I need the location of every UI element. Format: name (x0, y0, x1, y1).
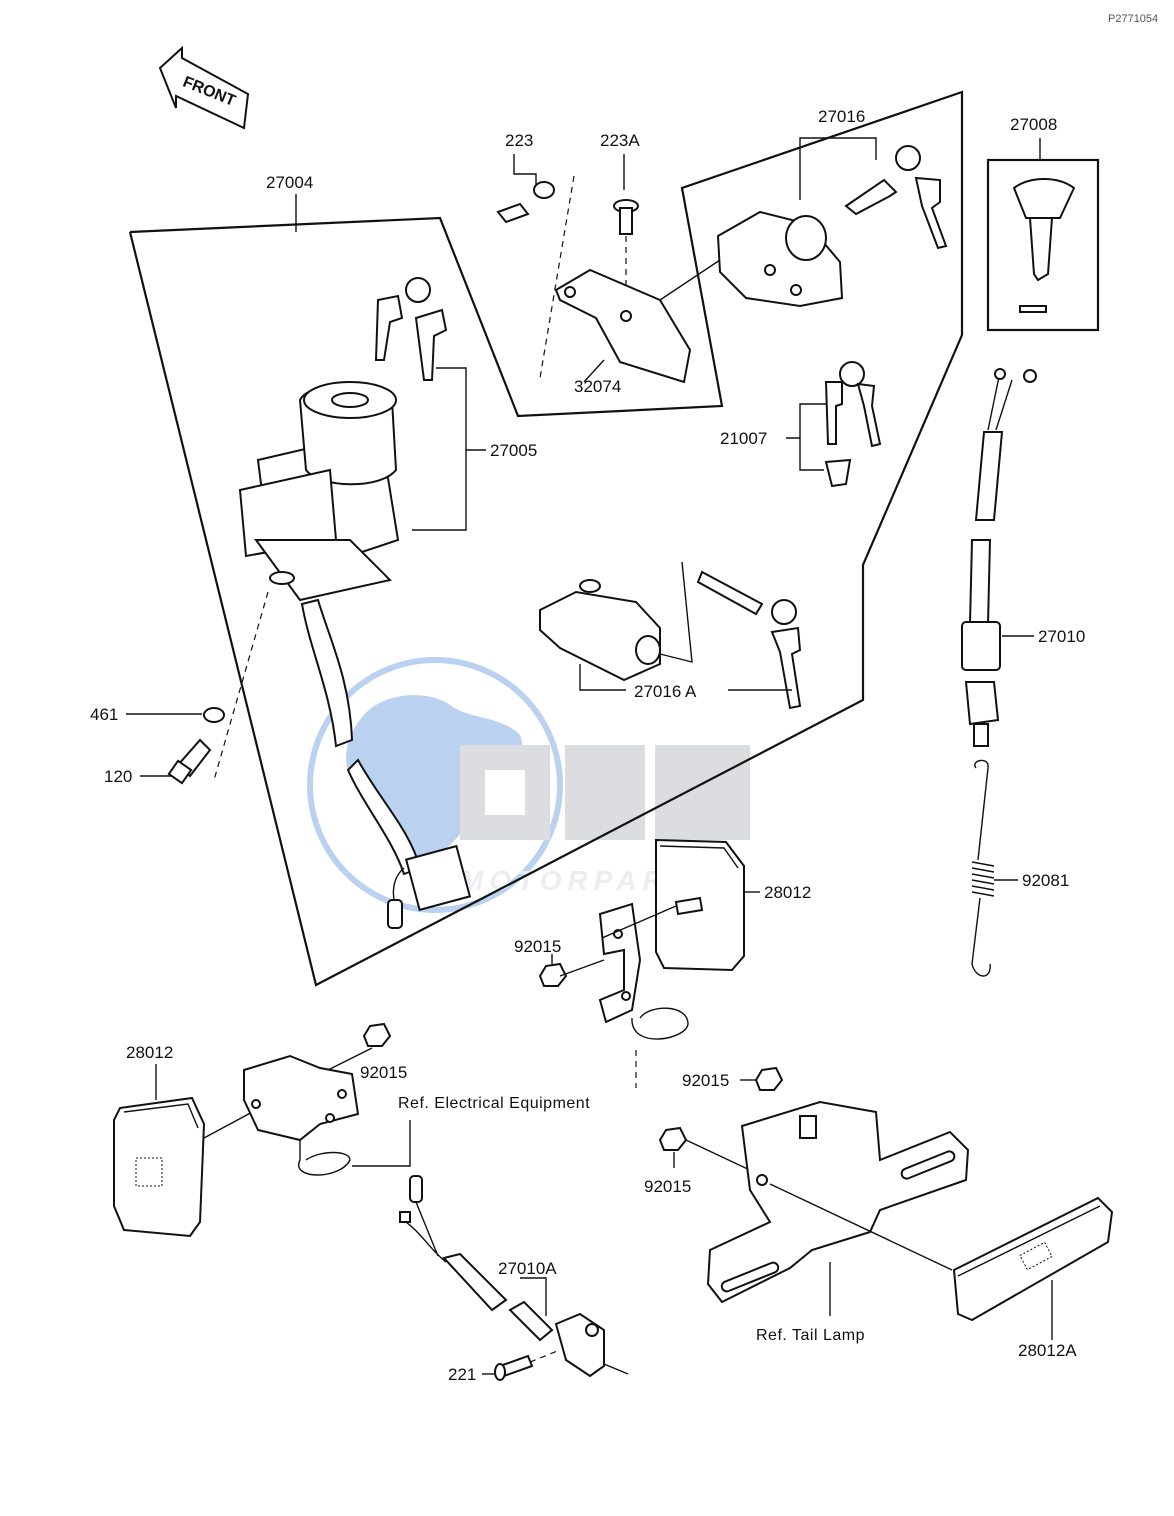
screw-223A-icon (613, 199, 639, 235)
part-label-92081: 92081 (1022, 871, 1069, 890)
part-label-27004: 27004 (266, 173, 313, 192)
part-label-27008: 27008 (1010, 115, 1057, 134)
part-label-120: 120 (104, 767, 132, 786)
bracket-32074 (554, 259, 721, 384)
nut-92015-right-icon (754, 1066, 784, 1091)
part-label-27005: 27005 (490, 441, 537, 460)
front-arrow-icon: FRONT (158, 45, 250, 130)
part-label-27010A: 27010A (498, 1259, 557, 1278)
part-label-223A: 223A (600, 131, 640, 150)
nut-92015-left-icon (362, 1022, 392, 1047)
part-label-27010: 27010 (1038, 627, 1085, 646)
steering-lock-27016 (716, 210, 844, 308)
document-code: P2771054 (1108, 13, 1158, 25)
part-label-32074: 32074 (574, 377, 621, 396)
part-label-28012-center: 28012 (764, 883, 811, 902)
ignition-wire-harness (300, 598, 472, 929)
screw-223-icon (496, 181, 555, 224)
part-label-223: 223 (505, 131, 533, 150)
switch-27010 (961, 368, 1037, 747)
part-label-92015-center: 92015 (514, 937, 561, 956)
part-label-28012A: 28012A (1018, 1341, 1077, 1360)
part-label-92015-right: 92015 (682, 1071, 729, 1090)
callout-27005 (412, 367, 486, 531)
keys-27016A-icon (696, 570, 802, 710)
watermark-globe-icon (307, 657, 563, 913)
spring-92081-icon (971, 759, 995, 977)
part-label-27016: 27016 (818, 107, 865, 126)
ignition-keys-icon (374, 277, 448, 381)
part-label-28012-left: 28012 (126, 1043, 173, 1062)
key-27008-icon (1012, 178, 1076, 313)
switch-27010A (399, 1175, 629, 1378)
ref-tail-lamp: Ref. Tail Lamp (756, 1327, 865, 1344)
reflector-28012-left (113, 1096, 206, 1238)
tail-lamp-bracket (706, 1100, 970, 1304)
ref-electrical-equipment: Ref. Electrical Equipment (398, 1095, 590, 1112)
lock-keys-27016-icon (844, 145, 948, 250)
part-label-27016A: 27016 A (634, 682, 697, 701)
bracket-left-icon (243, 1054, 360, 1176)
part-label-461: 461 (90, 705, 118, 724)
bolt-120-icon (167, 738, 212, 785)
cylinder-21007-icon (824, 458, 852, 488)
frame-27008 (986, 158, 1100, 332)
part-label-92015-lower: 92015 (644, 1177, 691, 1196)
part-label-221: 221 (448, 1365, 476, 1384)
part-label-21007: 21007 (720, 429, 767, 448)
nut-92015-lower-icon (658, 1126, 688, 1151)
frame-27004 (128, 90, 964, 987)
ignition-switch-body (238, 381, 400, 602)
screw-221-icon (494, 1354, 534, 1381)
nut-92015-center-icon (538, 962, 568, 987)
part-label-92015-left: 92015 (360, 1063, 407, 1082)
watermark-brand-mark (460, 745, 750, 840)
bracket-center-icon (598, 896, 704, 1040)
reflector-28012A (952, 1196, 1114, 1322)
seat-lock-27016A (539, 579, 661, 682)
keys-21007-icon (824, 361, 882, 448)
washer-461-icon (203, 707, 225, 723)
